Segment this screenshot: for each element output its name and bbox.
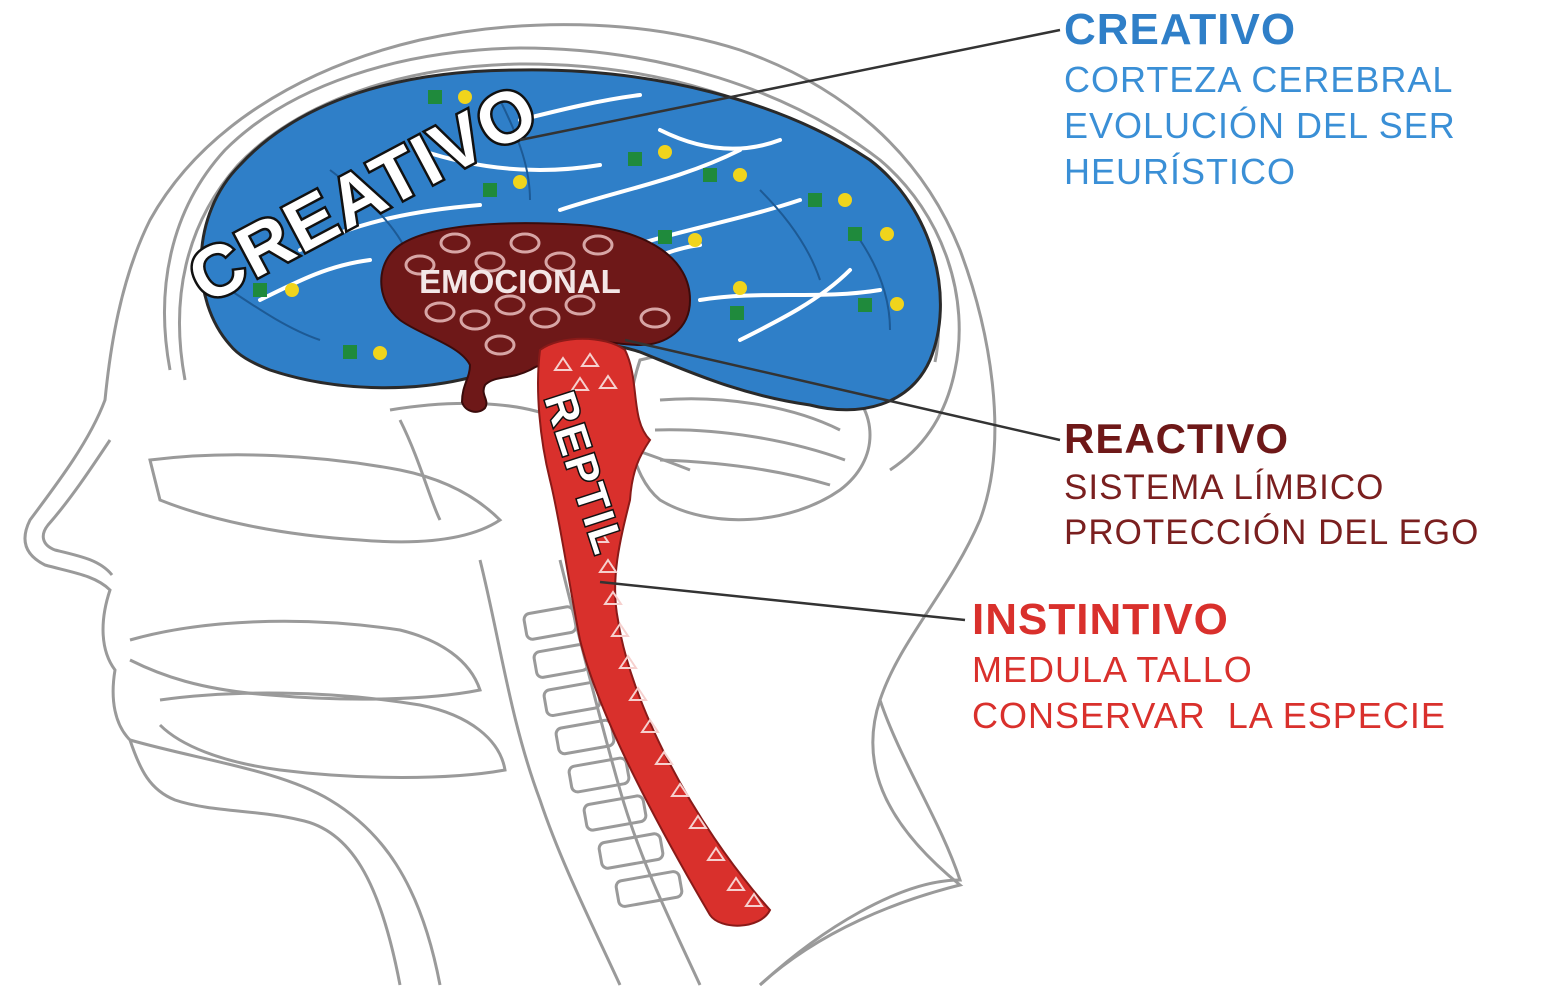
legend-instintivo-line-2: CONSERVAR LA ESPECIE <box>972 698 1446 734</box>
legend-reactivo: REACTIVO SISTEMA LÍMBICO PROTECCIÓN DEL … <box>1064 418 1479 560</box>
neck-back <box>760 700 960 985</box>
palate <box>130 621 480 699</box>
legend-instintivo-line-1: MEDULA TALLO <box>972 652 1446 688</box>
brain-label-emocional: EMOCIONAL <box>419 263 621 300</box>
legend-instintivo: INSTINTIVO MEDULA TALLO CONSERVAR LA ESP… <box>972 598 1446 744</box>
tongue <box>160 693 505 777</box>
legend-creativo-title: CREATIVO <box>1064 8 1456 52</box>
legend-instintivo-title: INSTINTIVO <box>972 598 1446 642</box>
nasal-cavity <box>150 455 500 542</box>
legend-reactivo-line-1: SISTEMA LÍMBICO <box>1064 470 1479 505</box>
legend-creativo-line-2: EVOLUCIÓN DEL SER <box>1064 108 1456 144</box>
legend-reactivo-line-2: PROTECCIÓN DEL EGO <box>1064 515 1479 550</box>
legend-reactivo-title: REACTIVO <box>1064 418 1479 460</box>
face-profile <box>43 440 112 575</box>
legend-creativo-line-1: CORTEZA CEREBRAL <box>1064 62 1456 98</box>
legend-creativo-line-3: HEURÍSTICO <box>1064 154 1456 190</box>
leader-line-instintivo <box>600 582 965 620</box>
legend-creativo: CREATIVO CORTEZA CEREBRAL EVOLUCIÓN DEL … <box>1064 8 1456 200</box>
